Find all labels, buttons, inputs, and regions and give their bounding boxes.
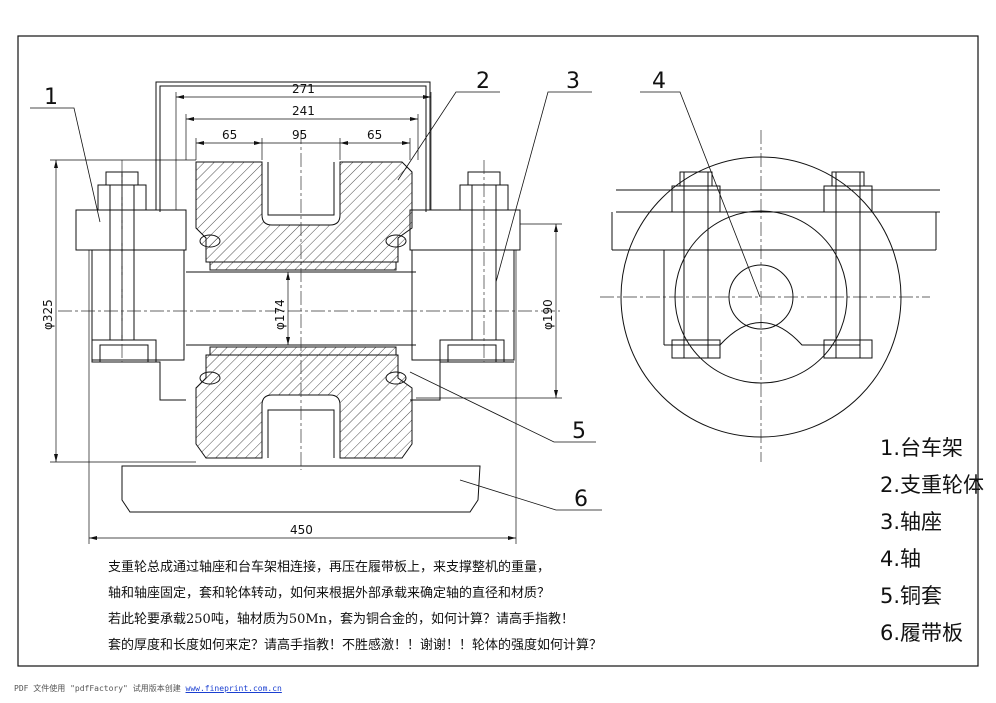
question-notes: 支重轮总成通过轴座和台车架相连接，再压在履带板上，来支撑整机的重量， 轴和轴座固… — [108, 555, 602, 659]
pdf-footer: PDF 文件使用 "pdfFactory" 试用版本创建 www.finepri… — [14, 683, 282, 694]
parts-legend: 1.台车架 2.支重轮体 3.轴座 4.轴 5.铜套 6.履带板 — [880, 430, 984, 652]
footer-text: PDF 文件使用 "pdfFactory" 试用版本创建 — [14, 684, 181, 693]
dimension-lines — [50, 92, 562, 544]
dim-271: 271 — [292, 82, 315, 96]
side-view — [611, 156, 940, 438]
dim-65-left: 65 — [222, 128, 237, 142]
note-line: 支重轮总成通过轴座和台车架相连接，再压在履带板上，来支撑整机的重量， — [108, 560, 551, 575]
callout-6: 6 — [574, 487, 588, 512]
dim-450: 450 — [290, 523, 313, 537]
note-line: 轴和轴座固定，套和轮体转动，如何来根据外部承载来确定轴的直径和材质？ — [108, 586, 551, 601]
callout-3: 3 — [566, 69, 580, 94]
drawing-border — [17, 35, 979, 667]
centerlines — [58, 130, 930, 470]
dim-phi325: φ325 — [41, 299, 55, 330]
legend-item: 1.台车架 — [880, 436, 964, 460]
legend-item: 4.轴 — [880, 547, 922, 571]
legend-item: 3.轴座 — [880, 510, 943, 534]
callout-1: 1 — [44, 85, 58, 110]
legend-item: 2.支重轮体 — [880, 473, 985, 497]
dim-65-right: 65 — [367, 128, 382, 142]
callout-2: 2 — [476, 69, 490, 94]
legend-item: 6.履带板 — [880, 621, 964, 645]
note-line: 若此轮要承载250吨，轴材质为50Mn，套为铜合金的，如何计算？请高手指教！ — [108, 612, 575, 627]
callout-4: 4 — [652, 69, 666, 94]
dim-phi190: φ190 — [541, 299, 555, 330]
dim-241: 241 — [292, 104, 315, 118]
dim-phi174: φ174 — [273, 299, 287, 330]
callout-5: 5 — [572, 419, 586, 444]
leader-lines — [30, 91, 761, 511]
footer-link[interactable]: www.fineprint.com.cn — [185, 684, 282, 693]
dim-95: 95 — [292, 128, 307, 142]
legend-item: 5.铜套 — [880, 584, 943, 608]
section-view — [75, 81, 521, 513]
dimension-arrows — [54, 95, 558, 540]
note-line: 套的厚度和长度如何来定？请高手指教！不胜感激！！谢谢！！轮体的强度如何计算？ — [108, 638, 603, 653]
